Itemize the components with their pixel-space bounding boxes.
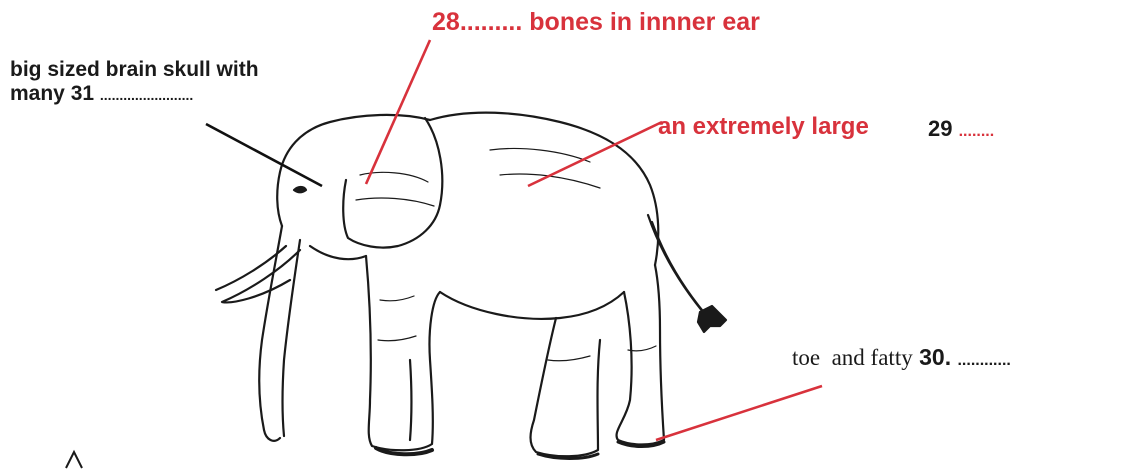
pointer-line-q28 [366,40,430,184]
q31-line1: big sized brain skull with [10,58,259,82]
q31-prefix: many [10,82,65,105]
q31-number: 31 [71,82,94,105]
q29-number: 29 [928,116,952,141]
q30-number: 30. [919,344,951,370]
pointer-line-q29 [528,122,662,186]
q28-text: bones in innner ear [529,8,760,36]
label-q28: 28......... bones in innner ear [432,8,760,37]
label-q31: big sized brain skull with many 31 .....… [10,58,259,106]
label-q30: toe and fatty 30. ............ [792,344,1011,371]
elephant-illustration [216,113,726,459]
label-q29-text: an extremely large [658,113,869,141]
q28-number: 28 [432,8,460,36]
label-q29-answer: 29 ........ [928,116,994,141]
corner-mark [66,452,82,468]
q30-text: toe and fatty [792,345,913,370]
q29-blank: ........ [959,123,995,140]
q30-blank: ............ [957,352,1010,369]
q28-blank: ......... [460,8,523,36]
q29-text: an extremely large [658,113,869,140]
pointer-line-q30 [656,386,822,440]
q31-line2: many 31 ........................ [10,82,259,106]
q31-blank: ........................ [100,87,193,103]
